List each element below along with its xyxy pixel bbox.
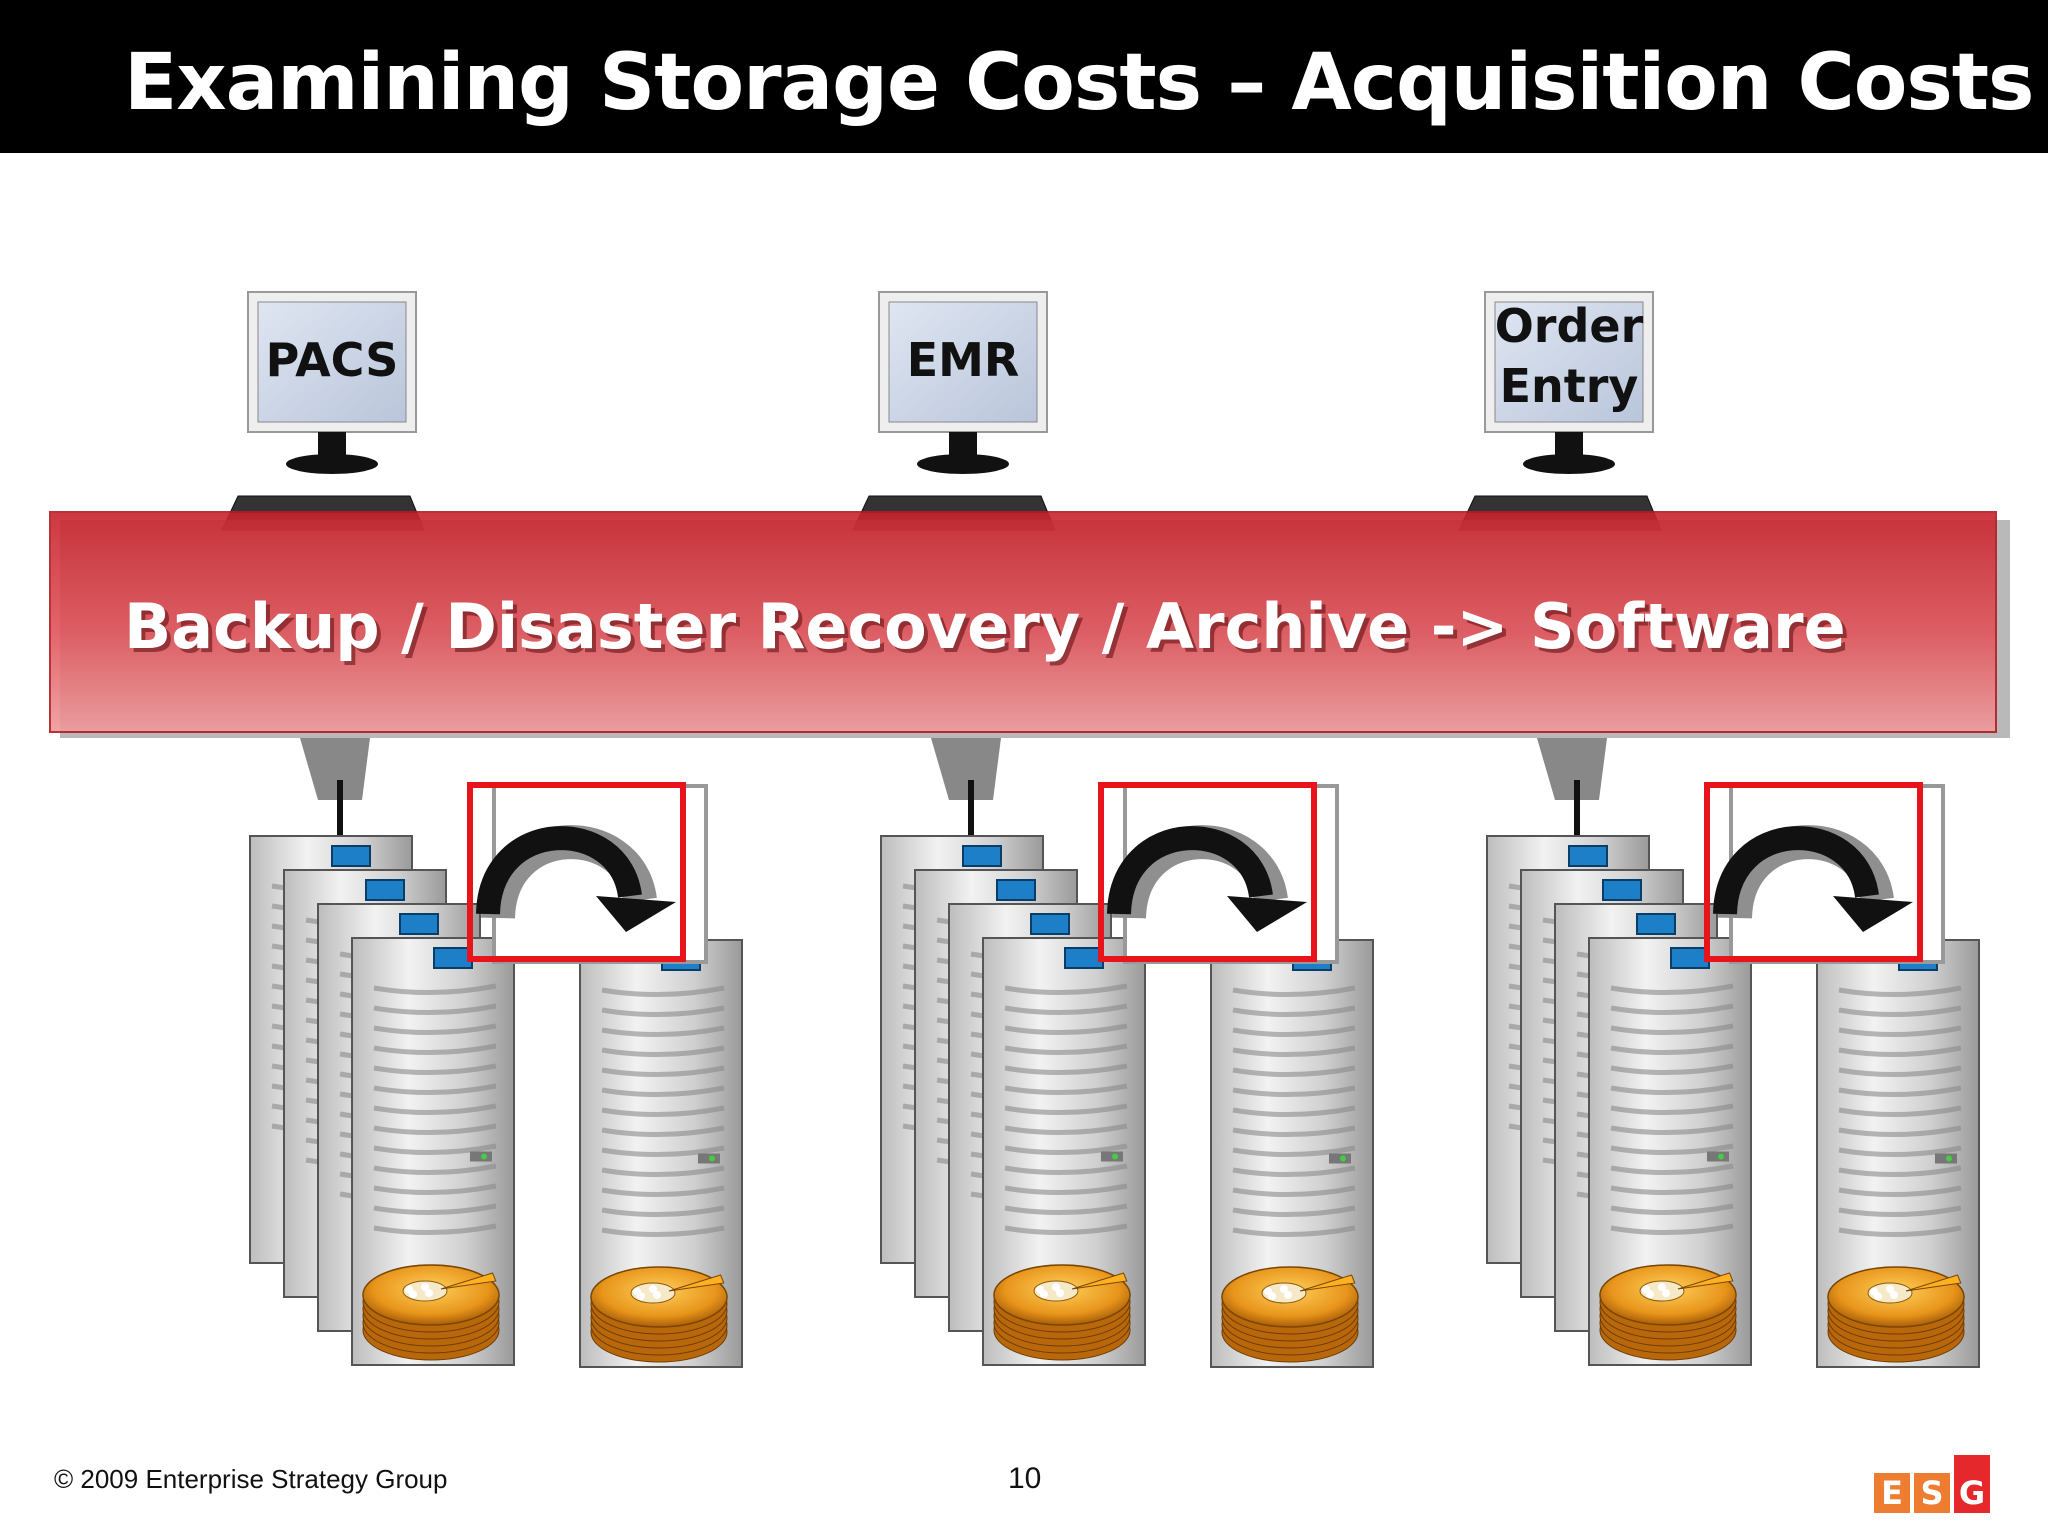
hard-disk-icon (1221, 1266, 1359, 1363)
hard-disk-icon (362, 1264, 500, 1361)
banner: Backup / Disaster Recovery / Archive -> … (49, 511, 2010, 738)
monitor-icon: PACS (247, 291, 417, 474)
replication-arrow-icon (1713, 825, 1913, 932)
copyright-footer: © 2009 Enterprise Strategy Group (54, 1464, 448, 1494)
monitor-icon: EMR (878, 291, 1048, 474)
highlight-box (467, 782, 686, 962)
page-number: 10 (1008, 1462, 1042, 1495)
system-label: Order (1495, 299, 1644, 353)
storage-array-icon (1816, 939, 1980, 1368)
system-label: PACS (266, 333, 399, 387)
system-group: PACS (221, 291, 743, 1368)
storage-array-icon (1588, 937, 1752, 1366)
esg-logo: E S G (1874, 1447, 1994, 1519)
system-group: EMR (852, 291, 1374, 1368)
highlight-box (1704, 782, 1923, 962)
storage-array-icon (982, 937, 1146, 1366)
title-bar (0, 0, 2048, 153)
storage-array-icon (579, 939, 743, 1368)
logo-letter-e: E (1874, 1473, 1910, 1513)
page-title: Examining Storage Costs – Acquisition Co… (124, 38, 2034, 128)
banner-text-shadow: Backup / Disaster Recovery / Archive -> … (128, 594, 1850, 667)
logo-letter-g: G (1954, 1455, 1990, 1513)
storage-array-icon (351, 937, 515, 1366)
banner-text: Backup / Disaster Recovery / Archive -> … (124, 590, 1846, 663)
hard-disk-icon (1599, 1264, 1737, 1361)
hard-disk-icon (590, 1266, 728, 1363)
highlight-box (1098, 782, 1317, 962)
system-label: EMR (907, 333, 1020, 387)
hard-disk-icon (993, 1264, 1131, 1361)
logo-letter-s: S (1914, 1473, 1950, 1513)
replication-arrow-icon (1107, 825, 1307, 932)
storage-array-icon (1210, 939, 1374, 1368)
system-label: Entry (1500, 359, 1639, 413)
hard-disk-icon (1827, 1266, 1965, 1363)
replication-arrow-icon (476, 825, 676, 932)
